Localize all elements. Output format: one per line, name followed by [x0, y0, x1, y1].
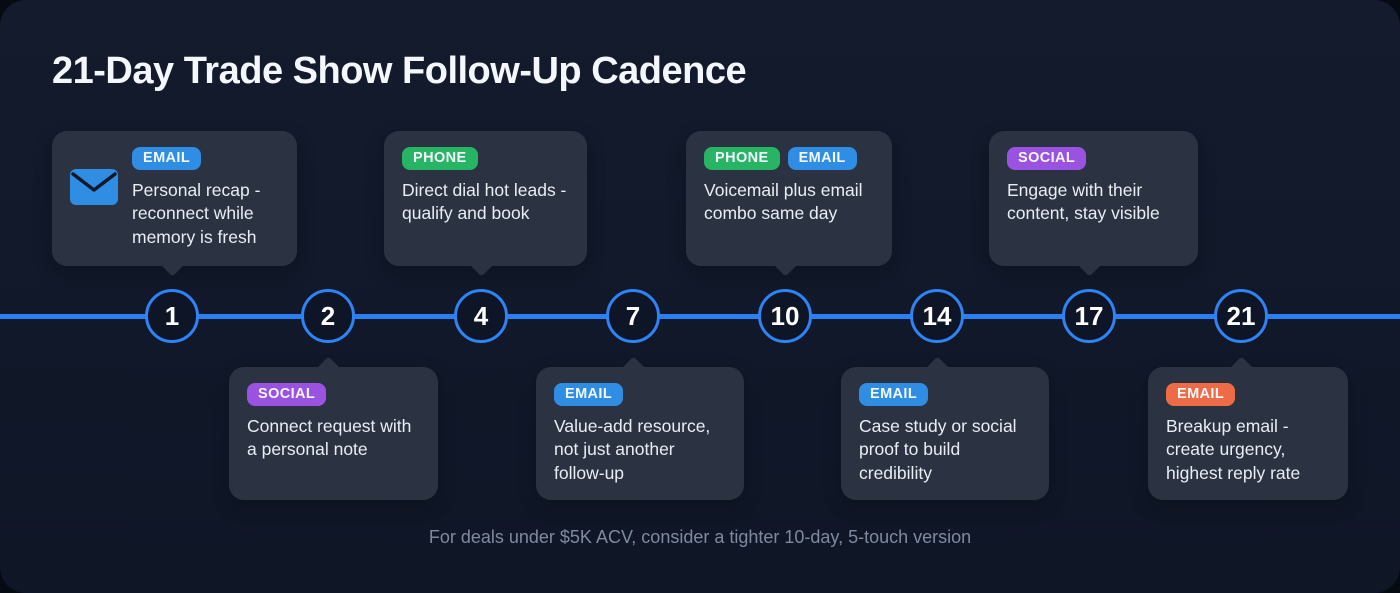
card-day-21: EMAIL Breakup email - create urgency, hi…	[1148, 356, 1348, 500]
card-day-4: PHONE Direct dial hot leads - qualify an…	[384, 131, 587, 277]
card-day-2: SOCIAL Connect request with a personal n…	[229, 356, 438, 500]
card-day-17: SOCIAL Engage with their content, stay v…	[989, 131, 1198, 277]
timeline-node-number: 14	[922, 300, 952, 331]
channel-badge-phone: PHONE	[402, 147, 478, 170]
channel-badge-email: EMAIL	[132, 147, 202, 170]
page-title: 21-Day Trade Show Follow-Up Cadence	[52, 50, 747, 92]
channel-badge-email: EMAIL	[859, 383, 929, 406]
timeline-node-day-2: 2	[301, 289, 355, 343]
timeline-node-day-14: 14	[910, 289, 964, 343]
timeline-node-number: 4	[473, 300, 489, 331]
channel-badge-email: EMAIL	[554, 383, 624, 406]
timeline-node-number: 7	[625, 300, 641, 331]
timeline-node-number: 2	[320, 300, 336, 331]
timeline-node-day-21: 21	[1214, 289, 1268, 343]
card-text: Breakup email - create urgency, highest …	[1166, 416, 1301, 483]
timeline-node-number: 17	[1074, 300, 1104, 331]
card-pointer	[1077, 252, 1102, 277]
card-pointer	[316, 356, 341, 381]
card-pointer	[160, 252, 185, 277]
card-pointer	[621, 356, 646, 381]
card-pointer	[1229, 356, 1254, 381]
timeline-node-number: 1	[164, 300, 180, 331]
card-text: Voicemail plus email combo same day	[704, 180, 863, 224]
channel-badge-social: SOCIAL	[247, 383, 327, 406]
timeline-node-number: 10	[770, 300, 800, 331]
timeline-node-day-17: 17	[1062, 289, 1116, 343]
footnote: For deals under $5K ACV, consider a tigh…	[428, 527, 972, 547]
card-text: Direct dial hot leads - qualify and book	[402, 180, 567, 224]
card-text: Personal recap - reconnect while memory …	[132, 180, 261, 247]
card-day-7: EMAIL Value-add resource, not just anoth…	[536, 356, 744, 500]
timeline-node-day-10: 10	[758, 289, 812, 343]
card-pointer	[469, 252, 494, 277]
channel-badge-phone: PHONE	[704, 147, 780, 170]
timeline-node-number: 21	[1226, 300, 1256, 331]
channel-badge-social: SOCIAL	[1007, 147, 1087, 170]
card-pointer	[773, 252, 798, 277]
timeline-node-day-4: 4	[454, 289, 508, 343]
envelope-icon	[70, 169, 118, 205]
card-day-14: EMAIL Case study or social proof to buil…	[841, 356, 1049, 500]
channel-badge-email: EMAIL	[1166, 383, 1236, 406]
channel-badge-email: EMAIL	[787, 147, 857, 170]
card-text: Engage with their content, stay visible	[1007, 180, 1160, 224]
timeline-node-day-7: 7	[606, 289, 660, 343]
timeline-line	[0, 314, 1400, 319]
card-pointer	[925, 356, 950, 381]
card-text: Case study or social proof to build cred…	[859, 416, 1017, 483]
timeline-node-day-1: 1	[145, 289, 199, 343]
card-day-1: EMAIL Personal recap - reconnect while m…	[52, 131, 297, 277]
card-text: Connect request with a personal note	[247, 416, 412, 460]
card-text: Value-add resource, not just another fol…	[554, 416, 711, 483]
card-day-10: PHONE EMAIL Voicemail plus email combo s…	[686, 131, 892, 277]
